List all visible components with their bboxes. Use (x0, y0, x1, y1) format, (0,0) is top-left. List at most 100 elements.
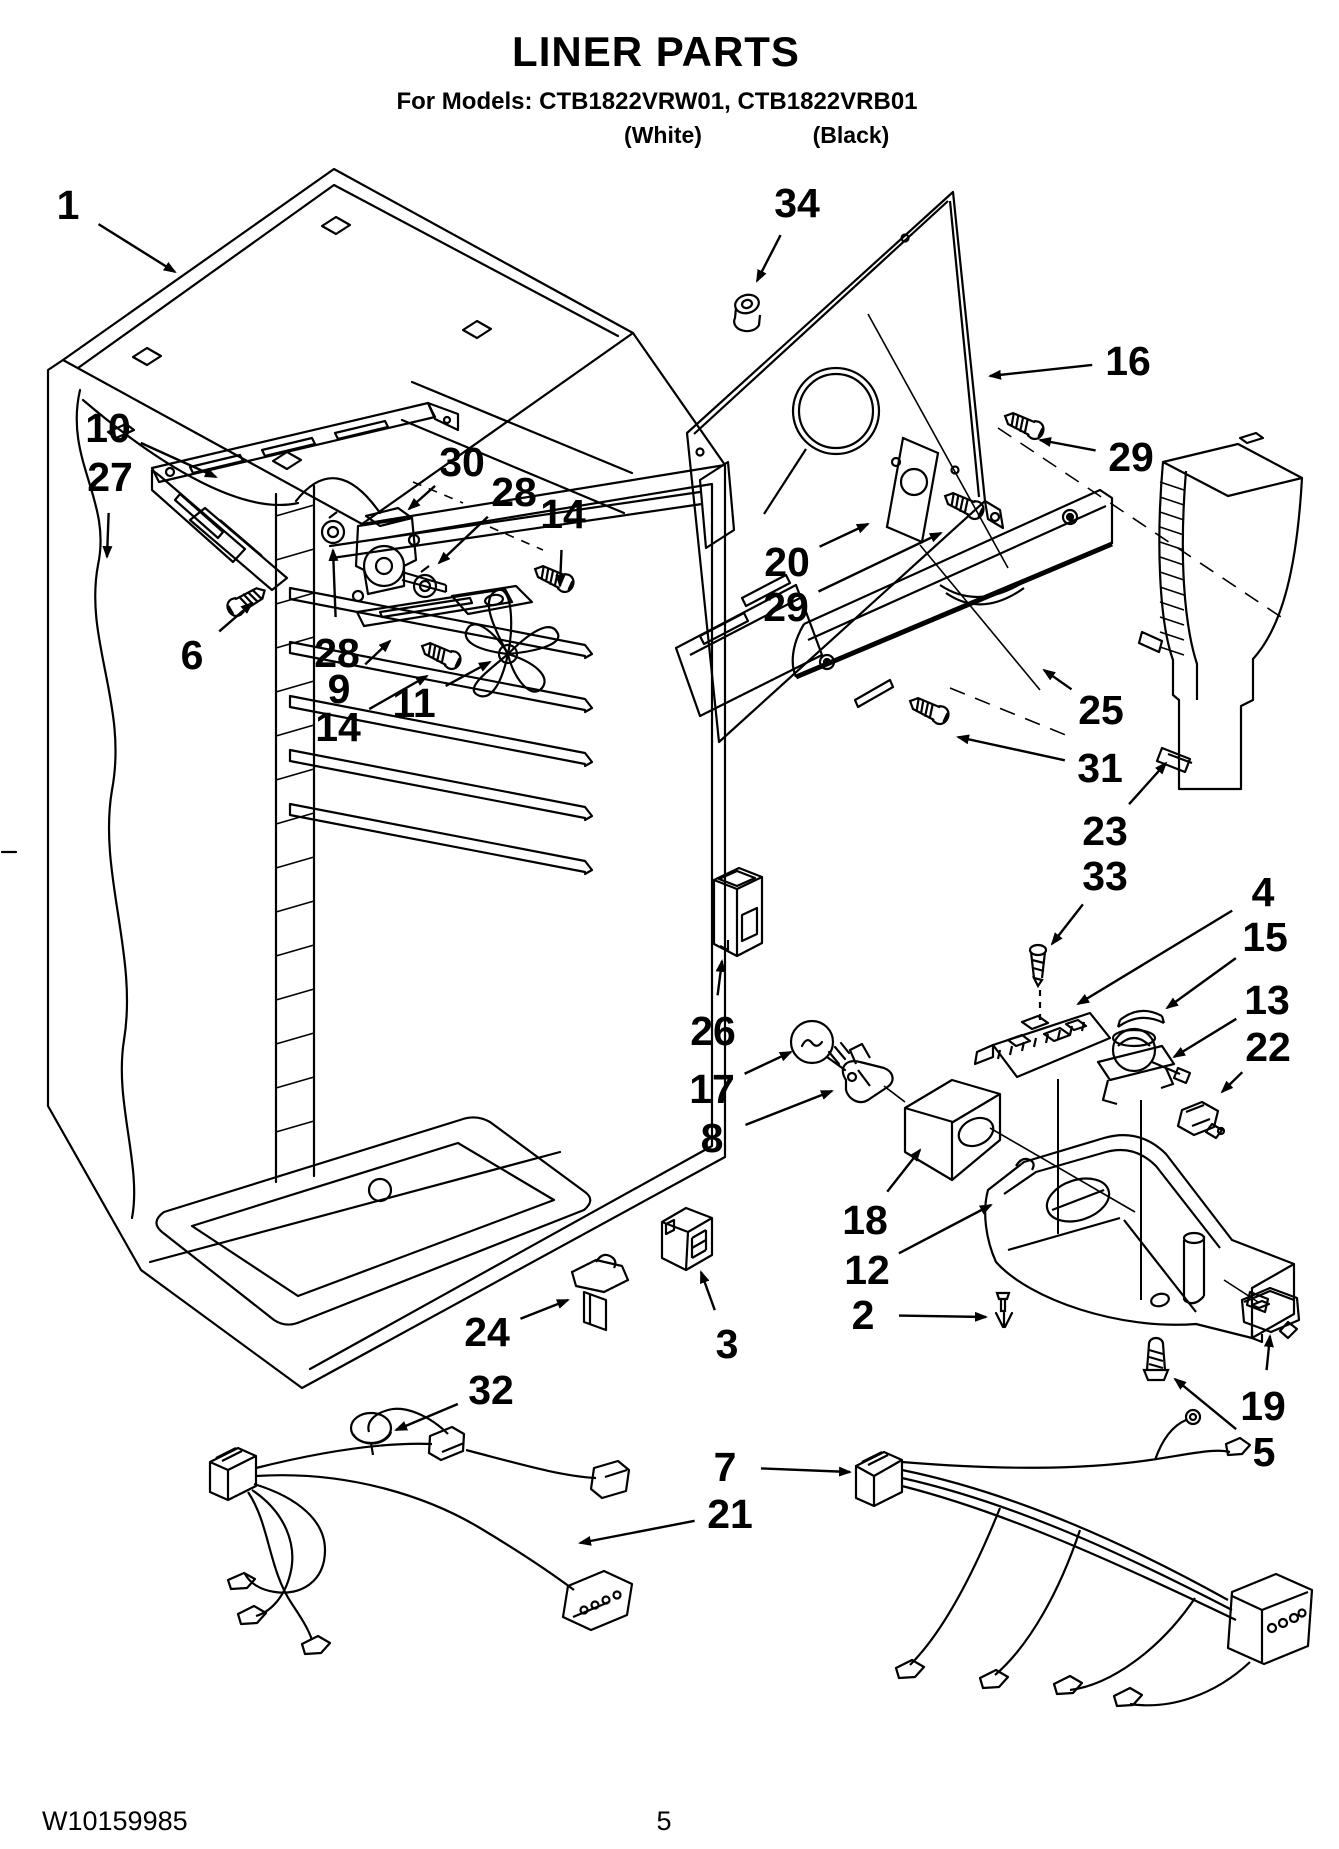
grommet-34 (733, 293, 762, 333)
callout-23: 23 (1082, 761, 1168, 854)
part-number-label: 29 (763, 584, 809, 630)
wiring-harness-right (854, 1408, 1314, 1708)
leader-arrow (445, 660, 492, 687)
callout-11: 11 (392, 660, 492, 726)
callout-6: 6 (181, 601, 254, 678)
document-number: W10159985 (42, 1806, 188, 1836)
part-number-label: 21 (707, 1491, 753, 1537)
leader-arrow (394, 1402, 459, 1432)
screw-icon (420, 642, 462, 671)
leader-arrow (1042, 668, 1073, 691)
part-number-label: 28 (491, 469, 537, 515)
screw-5 (1142, 1336, 1170, 1382)
callout-19: 19 (1240, 1334, 1286, 1429)
wiring-harness-left (208, 1407, 634, 1656)
leader-arrow (102, 512, 113, 559)
part-number-label: 5 (1253, 1429, 1276, 1475)
part-number-label: 30 (439, 439, 485, 485)
leader-arrow (520, 1298, 570, 1320)
light-bulb (789, 1019, 858, 1083)
part-number-label: 4 (1252, 869, 1275, 915)
part-number-label: 18 (842, 1197, 888, 1243)
retainer-clip (1116, 1009, 1166, 1028)
part-number-label: 12 (844, 1247, 890, 1293)
part-number-label: 25 (1078, 687, 1124, 733)
leader-arrow (1165, 957, 1237, 1010)
part-number-label: 26 (690, 1008, 736, 1054)
callout-1: 1 (57, 182, 177, 274)
leader-arrow (1172, 1017, 1237, 1059)
part-number-label: 27 (87, 454, 133, 500)
leader-arrow (140, 441, 218, 479)
callout-32: 32 (394, 1367, 514, 1432)
screw-icon (908, 697, 950, 726)
leader-arrow (1173, 1377, 1237, 1431)
callout-28: 28 (437, 469, 537, 565)
leader-arrow (744, 1050, 793, 1075)
part-number-label: 31 (1077, 745, 1123, 791)
callout-3: 3 (699, 1270, 739, 1367)
callout-9: 9 (328, 639, 392, 712)
leader-arrow (988, 363, 1093, 380)
part-number-label: 22 (1245, 1024, 1291, 1070)
callout-4: 4 (1076, 869, 1275, 1006)
defrost-thermostat (1096, 1027, 1192, 1106)
leader-arrow (715, 959, 726, 996)
access-plate (885, 436, 940, 544)
callout-21: 21 (578, 1491, 753, 1546)
part-number-label: 13 (1244, 977, 1290, 1023)
light-lens (903, 1078, 1002, 1182)
screw-icon (226, 587, 266, 618)
caption-black: (Black) (812, 122, 890, 148)
leader-arrow (956, 734, 1066, 762)
callout-12: 12 (844, 1203, 993, 1293)
caption-white: (White) (624, 122, 702, 148)
leader-arrow (898, 1311, 988, 1322)
leader-arrow (328, 548, 339, 618)
part-number-label: 1 (57, 182, 80, 228)
part-number-label: 8 (701, 1115, 724, 1161)
leader-arrow (555, 549, 566, 588)
leader-arrow (1050, 903, 1084, 946)
callout-29: 29 (1038, 434, 1154, 480)
part-number-label: 3 (716, 1321, 739, 1367)
part-number-label: 29 (1108, 434, 1154, 480)
callout-24: 24 (464, 1298, 570, 1355)
callout-25: 25 (1042, 668, 1124, 733)
part-number-label: 19 (1240, 1383, 1286, 1429)
callout-14-2: 14 (315, 674, 429, 750)
leader-arrow (578, 1519, 695, 1546)
leader-arrow (699, 1270, 716, 1311)
models-line: For Models: CTB1822VRW01, CTB1822VRB01 (396, 88, 918, 115)
part-number-label: 14 (540, 491, 586, 537)
callout-2: 2 (852, 1292, 988, 1338)
air-duct-cover (674, 488, 1114, 718)
rear-air-panel (685, 190, 1005, 744)
part-number-label: 10 (85, 405, 131, 451)
part-number-label: 11 (392, 680, 435, 726)
leader-arrow (817, 531, 943, 593)
part-number-label: 24 (464, 1309, 510, 1355)
leader-arrow (886, 1148, 922, 1193)
callout-30: 30 (407, 439, 485, 511)
callout-8: 8 (701, 1089, 834, 1161)
callout-22: 22 (1220, 1024, 1291, 1094)
part-number-label: 6 (181, 632, 204, 678)
push-rivet-2 (994, 1291, 1014, 1329)
callout-20: 20 (764, 522, 870, 585)
part-number-label: 9 (328, 666, 351, 712)
callout-17: 17 (689, 1050, 793, 1112)
callout-29-2: 29 (763, 531, 943, 630)
leader-arrow (755, 234, 782, 283)
leader-arrow (1076, 909, 1233, 1006)
leader-arrow (1128, 761, 1168, 806)
callout-14: 14 (540, 491, 586, 588)
control-board (973, 1011, 1112, 1079)
callout-27: 27 (87, 454, 133, 559)
callout-18: 18 (842, 1148, 922, 1243)
callout-16: 16 (988, 338, 1151, 384)
control-housing (984, 1134, 1296, 1340)
screw-icon (943, 492, 985, 521)
part-number-label: 16 (1105, 338, 1151, 384)
